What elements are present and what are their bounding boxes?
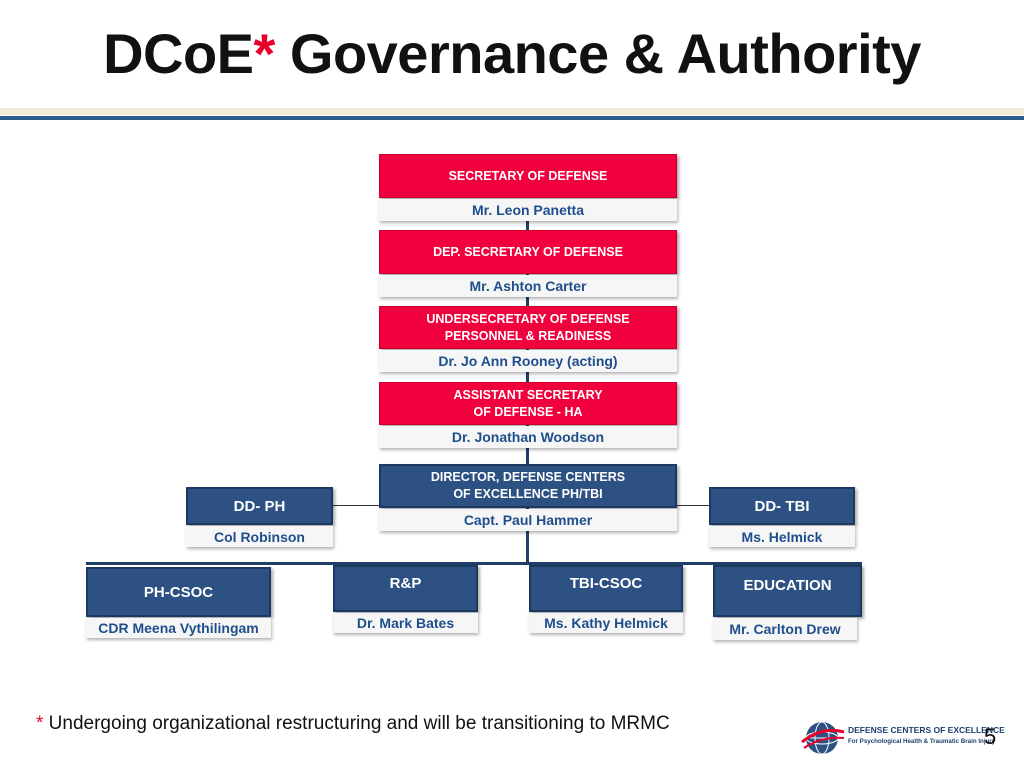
usd-name: Dr. Jo Ann Rooney (acting) [438,353,618,369]
dd-tbi-title-box: DD- TBI [709,487,855,525]
secdef-name-box: Mr. Leon Panetta [379,199,677,221]
page-title: DCoE* Governance & Authority [0,18,1024,90]
asd-name: Dr. Jonathan Woodson [451,429,605,445]
dd-ph-name-box: Col Robinson [186,526,333,547]
footnote: * Undergoing organizational restructurin… [36,713,670,735]
dd-tbi-title: DD- TBI [754,497,810,515]
depsecdef-title-box: DEP. SECRETARY OF DEFENSE [379,230,677,274]
usd-title-box: UNDERSECRETARY OF DEFENSE PERSONNEL & RE… [379,306,677,349]
page-number: 5 [984,724,997,749]
title-main: DCoE [103,22,254,85]
depsecdef-name-box: Mr. Ashton Carter [379,275,677,297]
dd-ph-title-box: DD- PH [186,487,333,525]
ph-csoc-title-box: PH-CSOC [86,567,271,617]
logo-subtitle: For Psychological Health & Traumatic Bra… [848,738,996,745]
logo-title: DEFENSE CENTERS OF EXCELLENCE [848,725,1005,735]
usd-name-box: Dr. Jo Ann Rooney (acting) [379,350,677,372]
dd-tbi-name: Ms. Helmick [741,528,823,545]
dd-tbi-name-box: Ms. Helmick [709,526,855,547]
dcoe-logo: DEFENSE CENTERS OF EXCELLENCE For Psycho… [800,718,1005,758]
asd-title-box: ASSISTANT SECRETARY OF DEFENSE - HA [379,382,677,425]
ph-csoc-title: PH-CSOC [143,583,214,601]
depsecdef-title: DEP. SECRETARY OF DEFENSE [433,244,623,259]
director-name: Capt. Paul Hammer [463,512,593,528]
footnote-asterisk: * [36,713,44,734]
secdef-name: Mr. Leon Panetta [471,202,585,218]
depsecdef-name: Mr. Ashton Carter [469,278,587,294]
dd-ph-title: DD- PH [233,497,286,515]
rp-title: R&P [389,575,422,592]
dd-ph-name: Col Robinson [214,528,305,545]
tbi-csoc-name-box: Ms. Kathy Helmick [529,613,683,633]
secdef-title-box: SECRETARY OF DEFENSE [379,154,677,198]
ph-csoc-name: CDR Meena Vythilingam [98,620,259,636]
title-asterisk: * [253,22,276,85]
asd-name-box: Dr. Jonathan Woodson [379,426,677,448]
education-title: EDUCATION [743,577,832,594]
tbi-csoc-title-box: TBI-CSOC [529,565,683,612]
director-title-box: DIRECTOR, DEFENSE CENTERS OF EXCELLENCE … [379,464,677,508]
director-name-box: Capt. Paul Hammer [379,509,677,531]
bottom-horizontal-line [86,562,862,565]
header-rule-cream [0,108,1024,115]
tbi-csoc-name: Ms. Kathy Helmick [544,615,668,631]
director-title: DIRECTOR, DEFENSE CENTERS OF EXCELLENCE … [430,470,626,501]
secdef-title: SECRETARY OF DEFENSE [448,168,608,183]
title-rest: Governance & Authority [274,22,922,85]
education-name: Mr. Carlton Drew [729,621,841,637]
dd-ph-connector-line [333,505,379,506]
ph-csoc-name-box: CDR Meena Vythilingam [86,618,271,638]
footnote-text: Undergoing organizational restructuring … [43,713,670,734]
tbi-csoc-title: TBI-CSOC [569,575,643,592]
asd-title: ASSISTANT SECRETARY OF DEFENSE - HA [453,387,603,419]
usd-title: UNDERSECRETARY OF DEFENSE PERSONNEL & RE… [426,311,630,343]
globe-logo-icon [801,721,845,755]
education-title-box: EDUCATION [713,565,862,617]
dd-tbi-connector-line [677,505,709,506]
education-name-box: Mr. Carlton Drew [713,618,857,640]
rp-name-box: Dr. Mark Bates [333,613,478,633]
header-rule-blue [0,116,1024,120]
rp-name: Dr. Mark Bates [356,615,455,631]
rp-title-box: R&P [333,565,478,612]
